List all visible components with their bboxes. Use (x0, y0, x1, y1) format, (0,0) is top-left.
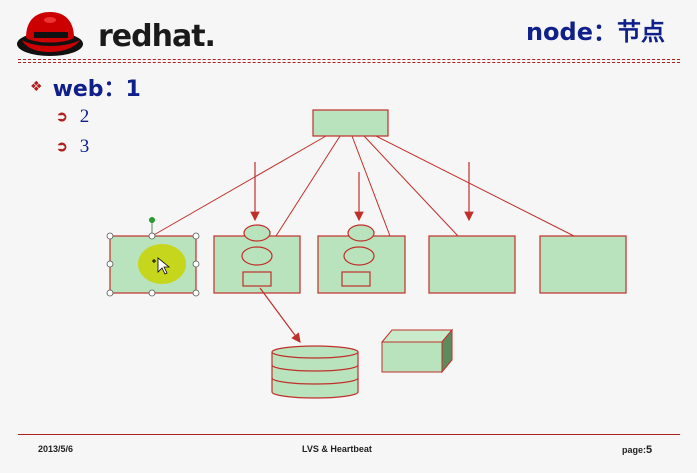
bullet-text-web: web：1 (52, 77, 141, 102)
bullet-item-web: ❖ web：1 (30, 72, 141, 102)
arrow-to-storage (259, 287, 301, 343)
slide-title: node：节点 (525, 18, 665, 46)
bullet-arrow-icon: ➲ (56, 109, 68, 125)
footer-page: page:5 (622, 444, 652, 456)
selection-handles[interactable] (106, 232, 200, 297)
footer-title: LVS & Heartbeat (302, 444, 372, 454)
link-to-node-1 (151, 135, 327, 237)
bullet-text-3: 3 (79, 136, 90, 157)
bullet-text-2: 2 (79, 106, 90, 127)
bullet-item-3: ➲ 3 (56, 132, 141, 162)
link-to-node-3 (351, 135, 391, 237)
bullet-item-2: ➲ 2 (56, 102, 141, 132)
header-divider (18, 59, 680, 63)
redhat-logo: redhat. (16, 8, 216, 60)
node-5[interactable] (539, 235, 627, 294)
link-to-node-2 (275, 135, 341, 237)
node-2[interactable] (213, 224, 301, 294)
director-box[interactable] (312, 109, 389, 137)
node-1[interactable] (106, 217, 200, 297)
mouse-cursor-icon (152, 257, 171, 275)
redhat-logo-icon (17, 12, 83, 56)
node-4[interactable] (428, 235, 516, 294)
page-label: page: (622, 445, 647, 455)
storage-cylinder[interactable] (271, 345, 359, 399)
bullet-diamond-icon: ❖ (30, 79, 43, 95)
footer-divider (18, 434, 680, 435)
page-number: 5 (646, 444, 653, 456)
shared-storage-box[interactable] (380, 328, 454, 374)
link-to-node-4 (363, 135, 459, 237)
bullet-arrow-icon: ➲ (56, 139, 68, 155)
node-3[interactable] (317, 224, 406, 294)
link-to-node-5 (375, 135, 575, 237)
logo-text: redhat. (98, 19, 216, 54)
rotate-handle[interactable] (149, 217, 155, 223)
footer-date: 2013/5/6 (38, 444, 74, 454)
bullet-list: ❖ web：1 ➲ 2 ➲ 3 (30, 72, 141, 162)
